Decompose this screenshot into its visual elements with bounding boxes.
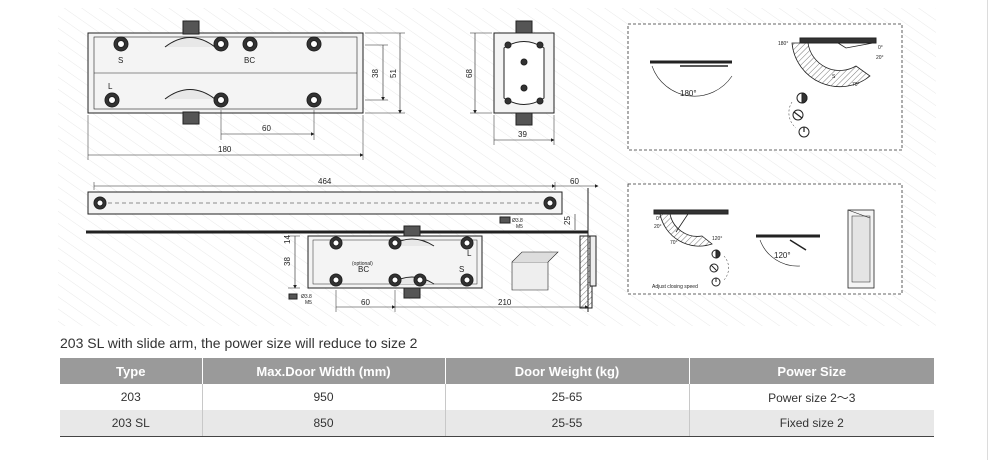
header-type: Type (60, 358, 202, 384)
slide-arm-screw-a2: M5 (516, 224, 523, 230)
panel-b-angle-20: 20° (654, 224, 662, 230)
table-header-row: Type Max.Door Width (mm) Door Weight (kg… (60, 358, 934, 384)
header-door-weight: Door Weight (kg) (444, 358, 689, 384)
panel-a-angle-70: 70° (852, 82, 860, 88)
slide-arm-dim-60b: 60 (361, 298, 370, 307)
slide-arm-screw-a: Ø3.8 (512, 218, 523, 224)
header-power-size: Power Size (688, 358, 934, 384)
technical-drawing: S BC L 60 180 38 51 68 39 (58, 8, 936, 326)
specification-table: Type Max.Door Width (mm) Door Weight (kg… (60, 358, 934, 437)
slide-arm-label-s: S (459, 265, 464, 274)
closer-top-dim-60: 60 (262, 124, 271, 133)
closer-top-label-bc: BC (244, 56, 255, 65)
page-edge-line (987, 0, 988, 460)
panel-a-diagrams (650, 37, 877, 138)
slide-arm-optional: (optional) (352, 261, 373, 267)
panel-b-angle-70: 70° (670, 240, 678, 246)
panel-a-label-s: S (832, 74, 836, 80)
table-row: 203 950 25-65 Power size 2～3 (60, 384, 934, 410)
closer-top-dim-51: 51 (389, 69, 398, 78)
slide-arm-screw-b: Ø3.8 (301, 294, 312, 300)
table-row: 203 SL 850 25-55 Fixed size 2 (60, 410, 934, 437)
closer-top-dim-38: 38 (371, 69, 380, 78)
drawing-canvas: S BC L 60 180 38 51 68 39 (58, 8, 936, 326)
power-size-note: 203 SL with slide arm, the power size wi… (60, 335, 418, 351)
closer-top-view (87, 20, 405, 160)
cell-type: 203 (60, 384, 202, 410)
cell-power-size: Fixed size 2 (688, 410, 934, 437)
cell-type: 203 SL (60, 410, 202, 437)
cell-max-door-width: 950 (201, 384, 445, 410)
closer-top-dim-180: 180 (218, 145, 232, 154)
panel-b-angle-120: 120° (712, 236, 722, 242)
cell-power-size: Power size 2～3 (688, 384, 934, 410)
panel-a-frame (627, 23, 903, 151)
slide-arm-dim-210: 210 (498, 298, 512, 307)
cell-max-door-width: 850 (201, 410, 445, 437)
closer-side-view (470, 20, 555, 145)
panel-b-adjust-label: Adjust closing speed (652, 284, 698, 290)
slide-arm-dim-464: 464 (318, 177, 332, 186)
slide-arm-dim-25: 25 (563, 216, 572, 225)
slide-arm-label-bc: BC (358, 265, 369, 274)
panel-a-angle-20: 20° (876, 55, 884, 61)
cell-door-weight: 25-65 (444, 384, 689, 410)
panel-b-angle-0: 0° (656, 216, 661, 222)
slide-arm-assembly (86, 182, 599, 312)
panel-a-angle-180b: 180° (778, 41, 788, 47)
slide-arm-dim-14: 14 (283, 235, 292, 244)
slide-arm-dim-60: 60 (570, 177, 579, 186)
slide-arm-dim-38: 38 (283, 257, 292, 266)
header-max-door-width: Max.Door Width (mm) (201, 358, 445, 384)
closer-side-dim-39: 39 (518, 130, 527, 139)
closer-side-dim-68: 68 (465, 69, 474, 78)
slide-arm-screw-b2: M5 (305, 300, 312, 306)
panel-a-angle-180: 180° (680, 89, 697, 98)
closer-top-label-l: L (108, 82, 113, 91)
closer-top-label-s: S (118, 56, 123, 65)
panel-b-angle-120b: 120° (774, 251, 791, 260)
panel-b-diagrams (653, 209, 875, 289)
cell-door-weight: 25-55 (444, 410, 689, 437)
panel-a-angle-0: 0° (878, 45, 883, 51)
slide-arm-label-l: L (467, 249, 472, 258)
